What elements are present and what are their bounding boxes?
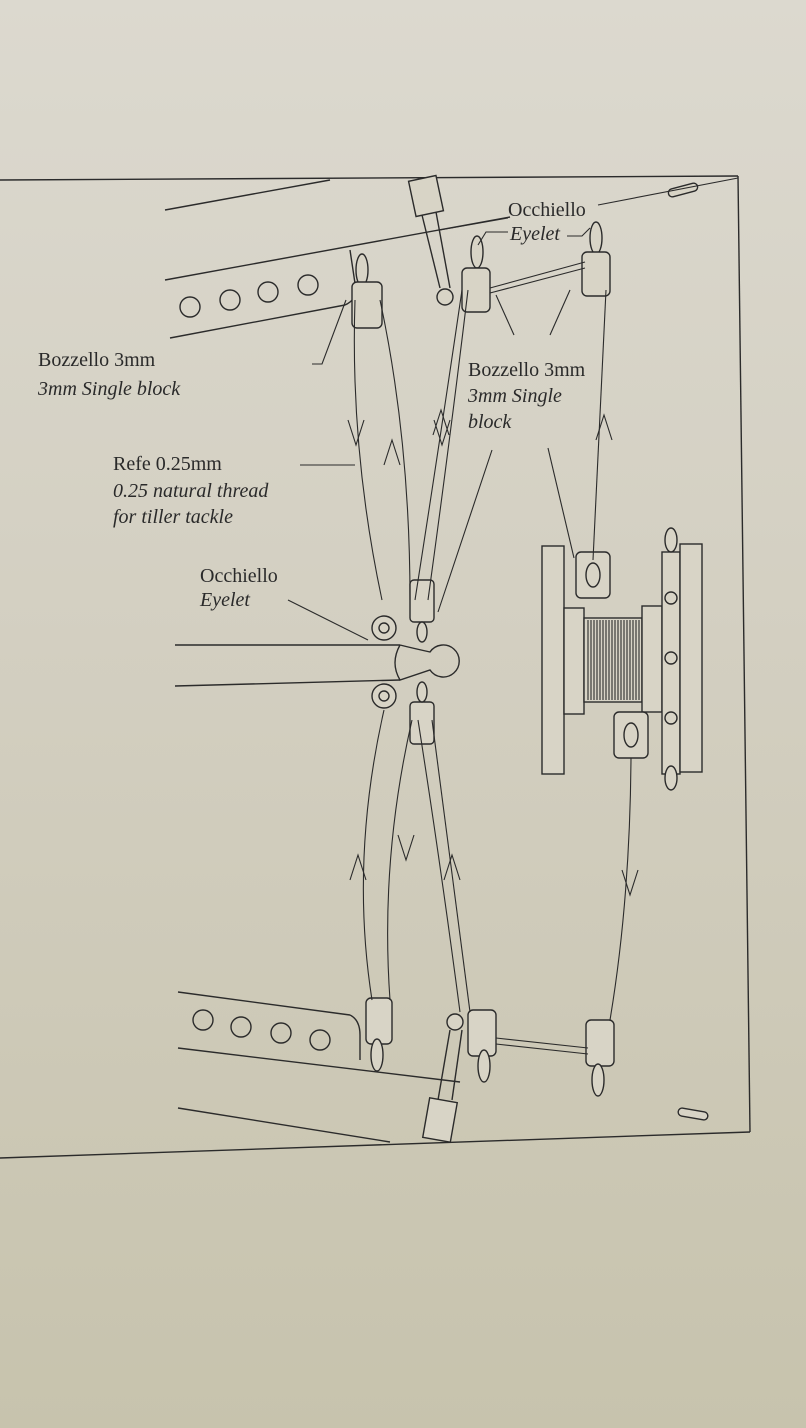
- lower-beam: [177, 991, 461, 1143]
- tiller: [174, 579, 460, 745]
- pin-bottom: [421, 1013, 464, 1143]
- eyelet-mid-label-en: Eyelet: [199, 589, 250, 611]
- thread-label-en-2: for tiller tackle: [113, 506, 233, 528]
- pin-top: [407, 174, 454, 306]
- block-right-label-en-1: 3mm Single: [467, 385, 562, 407]
- single-blocks: [351, 221, 615, 1097]
- eyelet-mid-label-it: Occhiello: [200, 565, 278, 587]
- thread-label-it: Refe 0.25mm: [113, 453, 222, 475]
- block-left-label-it: Bozzello 3mm: [38, 349, 156, 371]
- frame: [0, 175, 751, 1159]
- drum: [541, 527, 703, 791]
- tackle-thread: [347, 261, 639, 1055]
- leader-lines: [287, 177, 739, 641]
- thread-label-en-1: 0.25 natural thread: [113, 480, 269, 502]
- eyelet-top-label-it: Occhiello: [508, 199, 586, 221]
- block-right-label-it: Bozzello 3mm: [468, 359, 586, 381]
- eyelet-top-label-en: Eyelet: [509, 223, 560, 245]
- block-right-label-en-2: block: [468, 411, 512, 433]
- block-left-label-en: 3mm Single block: [37, 378, 181, 400]
